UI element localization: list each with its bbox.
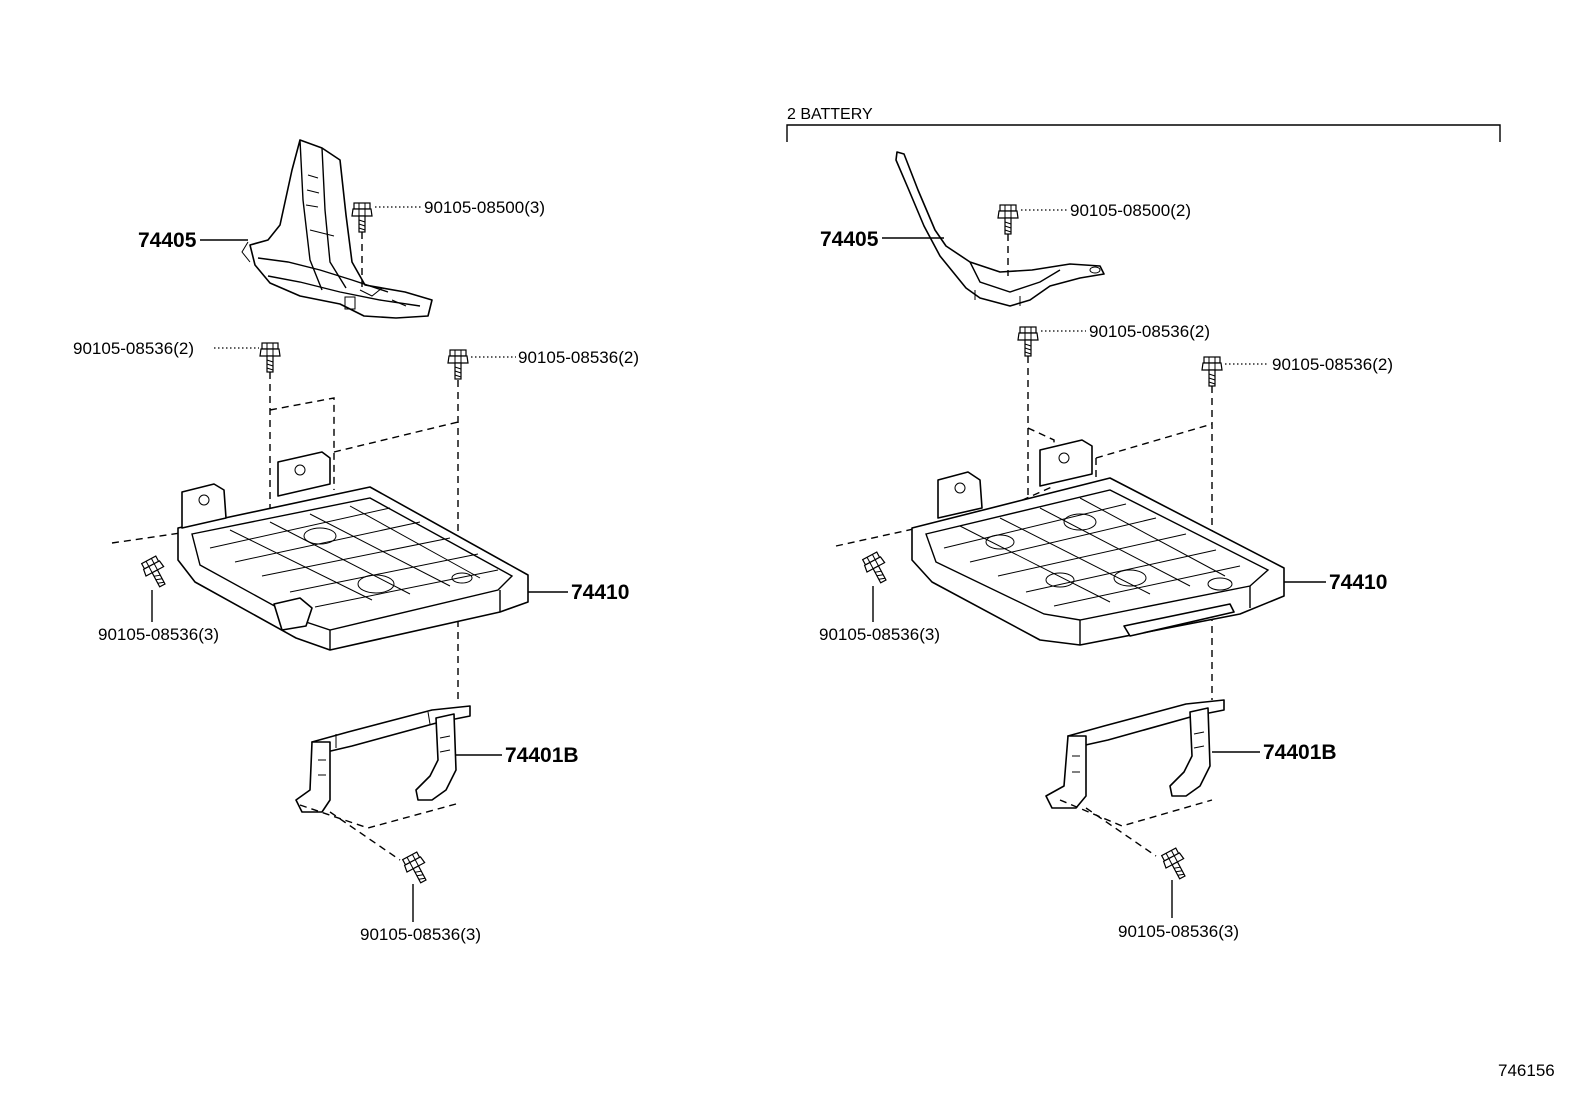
left-label-bracket: 74405 [138, 229, 197, 252]
left-label-bolt-tray-side: 90105-08536(3) [98, 625, 219, 644]
right-assembly: 2 BATTERY [786, 106, 1501, 941]
right-bracket-74405 [895, 151, 1105, 307]
left-bolt-tray-right-icon [447, 349, 469, 380]
right-bolt-bottom-icon [1159, 846, 1192, 883]
left-tray-74410 [177, 451, 529, 651]
right-bolt-top-icon [997, 204, 1019, 235]
left-label-bolt-tray-right: 90105-08536(2) [518, 348, 639, 367]
figure-id: 746156 [1498, 1061, 1555, 1080]
left-label-support: 74401B [505, 744, 579, 767]
left-bolt-tray-left-icon [259, 342, 281, 373]
left-bolt-tray-side-icon [139, 554, 172, 591]
right-label-support: 74401B [1263, 741, 1337, 764]
right-label-tray: 74410 [1329, 571, 1387, 594]
right-bolt-tray-right-icon [1201, 356, 1223, 387]
left-assembly: 74405 90105-08500(3) 90105-08536(2) 9010… [73, 139, 639, 944]
left-support-74401b [295, 705, 471, 813]
right-tray-74410 [911, 439, 1285, 646]
group-label: 2 BATTERY [787, 106, 873, 123]
right-label-bracket: 74405 [820, 228, 879, 251]
right-label-bolt-top: 90105-08500(2) [1070, 201, 1191, 220]
right-label-bolt-bottom: 90105-08536(3) [1118, 922, 1239, 941]
right-label-bolt-tray-right: 90105-08536(2) [1272, 355, 1393, 374]
left-label-tray: 74410 [571, 581, 629, 604]
right-label-bolt-tray-side: 90105-08536(3) [819, 625, 940, 644]
left-bolt-bottom-icon [400, 850, 433, 887]
left-label-bolt-bottom: 90105-08536(3) [360, 925, 481, 944]
left-bolt-top-icon [351, 202, 373, 233]
left-label-bolt-top: 90105-08500(3) [424, 198, 545, 217]
right-label-bolt-tray-left: 90105-08536(2) [1089, 322, 1210, 341]
right-bolt-tray-left-icon [1017, 326, 1039, 357]
group-bracket [786, 124, 1501, 142]
right-support-74401b [1045, 699, 1225, 809]
left-bracket-74405 [241, 139, 433, 319]
right-bolt-tray-side-icon [860, 550, 893, 587]
left-label-bolt-tray-left: 90105-08536(2) [73, 339, 194, 358]
